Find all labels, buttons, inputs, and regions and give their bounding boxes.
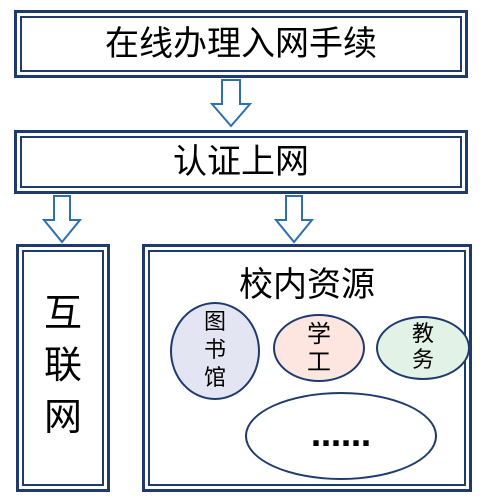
more-resources-bubble: ……	[245, 392, 437, 480]
library-char-2: 书	[203, 338, 226, 363]
enroll-online-box: 在线办理入网手续	[14, 10, 468, 78]
internet-box: 互 联 网	[16, 244, 110, 492]
enroll-online-label: 在线办理入网手续	[105, 24, 377, 64]
library-char-1: 图	[203, 310, 226, 335]
academic-affairs-char-1: 教	[411, 322, 434, 347]
auth-online-label: 认证上网	[173, 142, 309, 182]
internet-char-3: 网	[43, 395, 82, 439]
arrow-enroll-to-auth	[209, 79, 253, 128]
campus-resources-title: 校内资源	[239, 265, 375, 305]
arrow-auth-to-campus	[273, 195, 315, 244]
auth-online-box: 认证上网	[14, 130, 468, 194]
arrow-auth-to-internet	[41, 195, 83, 244]
academic-affairs-bubble: 教 务	[376, 316, 470, 380]
academic-affairs-char-2: 务	[411, 348, 434, 373]
student-affairs-bubble: 学 工	[273, 314, 365, 382]
internet-char-1: 互	[43, 291, 82, 335]
library-bubble: 图 书 馆	[170, 302, 260, 400]
more-resources-ellipsis: ……	[311, 418, 371, 454]
student-affairs-char-2: 工	[307, 348, 331, 376]
library-char-3: 馆	[203, 366, 226, 391]
internet-char-2: 联	[43, 343, 82, 387]
student-affairs-char-1: 学	[307, 320, 331, 348]
